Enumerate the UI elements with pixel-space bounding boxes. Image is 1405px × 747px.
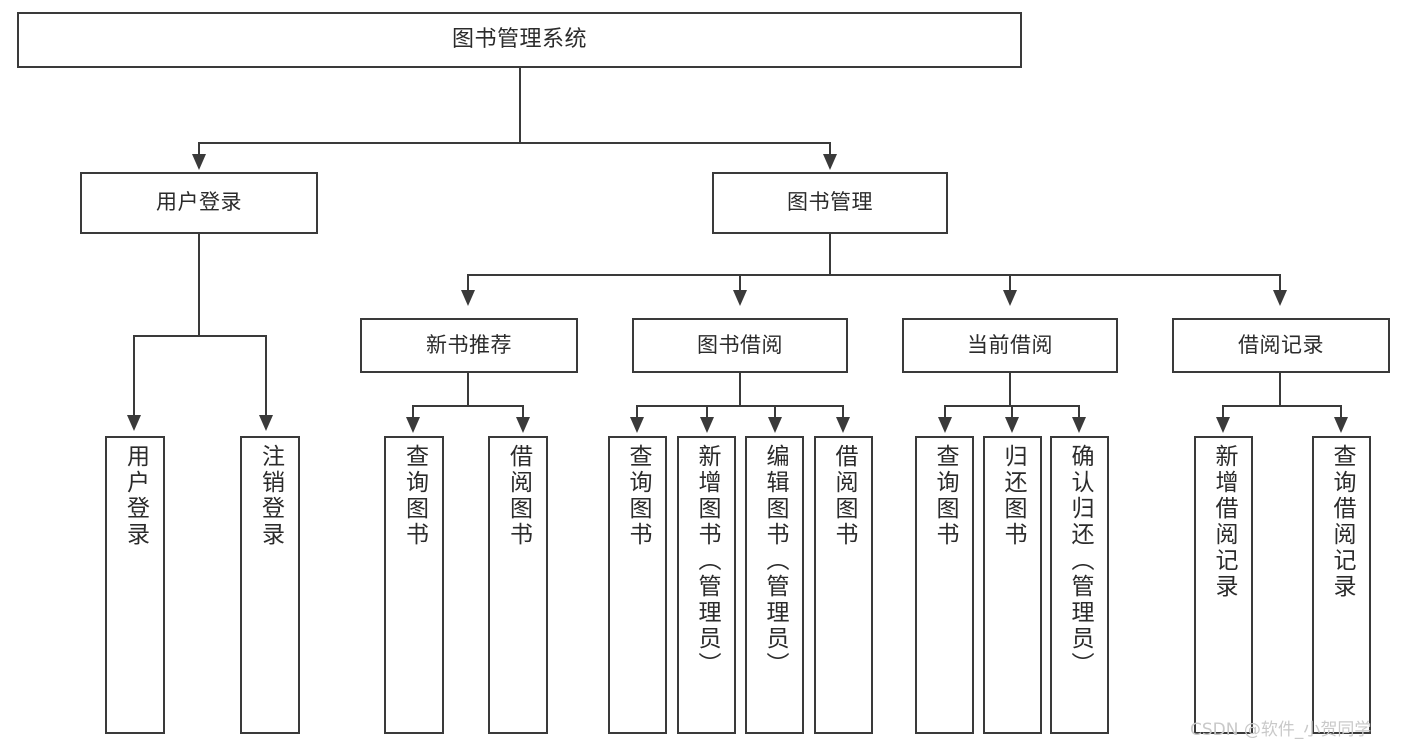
leaf-bb-borrow-book[interactable]: 借阅图书 — [814, 436, 873, 734]
node-user-login-label: 用户登录 — [156, 190, 242, 215]
leaf-bb-query-book-label: 查询图书 — [625, 444, 651, 548]
node-borrow-record-label: 借阅记录 — [1238, 332, 1324, 357]
edge-bm-drop-3 — [1009, 274, 1011, 299]
leaf-cb-query-book-label: 查询图书 — [932, 444, 958, 548]
edge-bb-drop-3 — [774, 405, 776, 423]
edge-bm-drop-2 — [739, 274, 741, 299]
edge-bb-drop-2 — [706, 405, 708, 423]
leaf-br-query-record-label: 查询借阅记录 — [1329, 444, 1355, 600]
edge-user-login-drop-1 — [133, 335, 135, 423]
leaf-bb-add-book-label: 新增图书（管理员） — [694, 444, 720, 678]
leaf-br-query-record[interactable]: 查询借阅记录 — [1312, 436, 1371, 734]
edge-bb-drop-1 — [636, 405, 638, 423]
edge-cb-drop-3 — [1078, 405, 1080, 423]
edge-br-drop-2 — [1340, 405, 1342, 423]
arrow-to-new-book-recommend — [461, 290, 475, 306]
node-new-book-recommend[interactable]: 新书推荐 — [360, 318, 578, 373]
edge-nbr-stem — [467, 373, 469, 406]
arrow-to-bb-leaf-1 — [630, 417, 644, 433]
leaf-user-login-label: 用户登录 — [122, 444, 149, 548]
leaf-bb-add-book[interactable]: 新增图书（管理员） — [677, 436, 736, 734]
arrow-to-cb-leaf-3 — [1072, 417, 1086, 433]
leaf-cb-query-book[interactable]: 查询图书 — [915, 436, 974, 734]
edge-root-stem — [519, 68, 521, 143]
leaf-user-login[interactable]: 用户登录 — [105, 436, 165, 734]
node-user-login[interactable]: 用户登录 — [80, 172, 318, 234]
edge-cb-drop-1 — [944, 405, 946, 423]
edge-nbr-bus — [412, 405, 524, 407]
edge-bm-drop-1 — [467, 274, 469, 299]
leaf-logout[interactable]: 注销登录 — [240, 436, 300, 734]
arrow-to-leaf-user-login — [127, 415, 141, 431]
node-book-management[interactable]: 图书管理 — [712, 172, 948, 234]
arrow-to-cb-leaf-2 — [1005, 417, 1019, 433]
edge-user-login-drop-2 — [265, 335, 267, 423]
arrow-to-bb-leaf-2 — [700, 417, 714, 433]
node-root-book-management-system[interactable]: 图书管理系统 — [17, 12, 1022, 68]
arrow-to-book-borrow — [733, 290, 747, 306]
leaf-br-add-record[interactable]: 新增借阅记录 — [1194, 436, 1253, 734]
leaf-nbr-borrow-book[interactable]: 借阅图书 — [488, 436, 548, 734]
leaf-cb-confirm-return-label: 确认归还（管理员） — [1067, 444, 1093, 678]
arrow-to-borrow-record — [1273, 290, 1287, 306]
edge-br-stem — [1279, 373, 1281, 406]
arrow-to-bb-leaf-4 — [836, 417, 850, 433]
arrow-to-book-management — [823, 154, 837, 170]
edge-br-bus — [1222, 405, 1342, 407]
node-new-book-recommend-label: 新书推荐 — [426, 332, 512, 357]
edge-br-drop-1 — [1222, 405, 1224, 423]
leaf-cb-return-book-label: 归还图书 — [1000, 444, 1026, 548]
edge-book-management-bus — [467, 274, 1281, 276]
arrow-to-bb-leaf-3 — [768, 417, 782, 433]
leaf-nbr-query-book[interactable]: 查询图书 — [384, 436, 444, 734]
arrow-to-current-borrow — [1003, 290, 1017, 306]
edge-bb-stem — [739, 373, 741, 406]
arrow-to-br-leaf-2 — [1334, 417, 1348, 433]
edge-cb-drop-2 — [1011, 405, 1013, 423]
leaf-nbr-borrow-book-label: 借阅图书 — [505, 444, 532, 548]
edge-bb-drop-4 — [842, 405, 844, 423]
arrow-to-cb-leaf-1 — [938, 417, 952, 433]
leaf-bb-query-book[interactable]: 查询图书 — [608, 436, 667, 734]
edge-bb-bus — [636, 405, 844, 407]
watermark-text: CSDN @软件_小贺同学 — [1190, 720, 1372, 740]
leaf-cb-return-book[interactable]: 归还图书 — [983, 436, 1042, 734]
leaf-bb-edit-book[interactable]: 编辑图书（管理员） — [745, 436, 804, 734]
node-current-borrow[interactable]: 当前借阅 — [902, 318, 1118, 373]
leaf-logout-label: 注销登录 — [257, 444, 284, 548]
edge-cb-stem — [1009, 373, 1011, 406]
edge-book-management-stem — [829, 234, 831, 275]
node-borrow-record[interactable]: 借阅记录 — [1172, 318, 1390, 373]
arrow-to-nbr-leaf-2 — [516, 417, 530, 433]
node-root-label: 图书管理系统 — [451, 26, 587, 52]
edge-user-login-bus — [133, 335, 267, 337]
leaf-cb-confirm-return[interactable]: 确认归还（管理员） — [1050, 436, 1109, 734]
leaf-bb-borrow-book-label: 借阅图书 — [831, 444, 857, 548]
leaf-br-add-record-label: 新增借阅记录 — [1211, 444, 1237, 600]
arrow-to-user-login — [192, 154, 206, 170]
node-book-management-label: 图书管理 — [787, 190, 873, 215]
arrow-to-br-leaf-1 — [1216, 417, 1230, 433]
node-book-borrow[interactable]: 图书借阅 — [632, 318, 848, 373]
edge-root-bus — [198, 142, 831, 144]
edge-nbr-drop-2 — [522, 405, 524, 423]
edge-nbr-drop-1 — [412, 405, 414, 423]
node-book-borrow-label: 图书借阅 — [697, 332, 783, 357]
arrow-to-nbr-leaf-1 — [406, 417, 420, 433]
arrow-to-leaf-logout — [259, 415, 273, 431]
leaf-bb-edit-book-label: 编辑图书（管理员） — [762, 444, 788, 678]
leaf-nbr-query-book-label: 查询图书 — [401, 444, 428, 548]
edge-bm-drop-4 — [1279, 274, 1281, 299]
edge-user-login-stem — [198, 234, 200, 336]
node-current-borrow-label: 当前借阅 — [967, 332, 1053, 357]
